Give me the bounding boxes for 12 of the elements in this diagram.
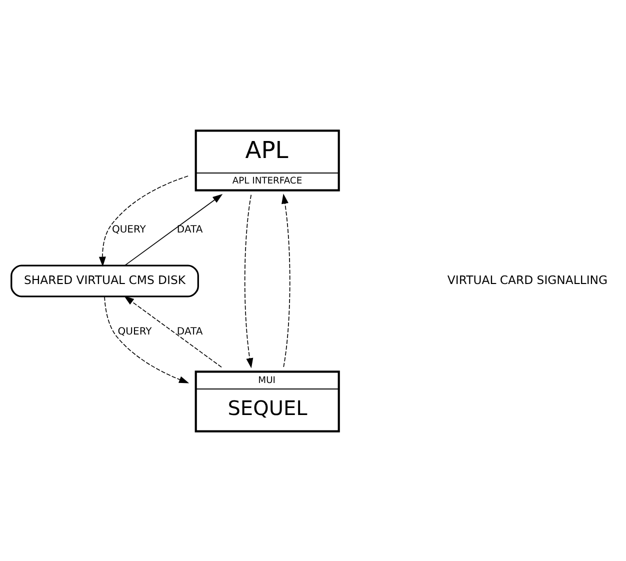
arrow bbox=[104, 296, 190, 383]
edge-label: DATA bbox=[176, 326, 203, 337]
arrow bbox=[98, 175, 188, 266]
arrow bbox=[124, 194, 223, 266]
arrow bbox=[244, 194, 254, 368]
edge-label: QUERY bbox=[112, 224, 146, 236]
arrow bbox=[124, 295, 222, 368]
node-box: SHARED VIRTUAL CMS DISK bbox=[10, 264, 199, 297]
edge-label: DATA bbox=[176, 224, 203, 236]
edge-label: QUERY bbox=[118, 326, 152, 337]
arrow bbox=[282, 193, 290, 367]
label: VIRTUAL CARD SIGNALLING bbox=[447, 272, 608, 287]
